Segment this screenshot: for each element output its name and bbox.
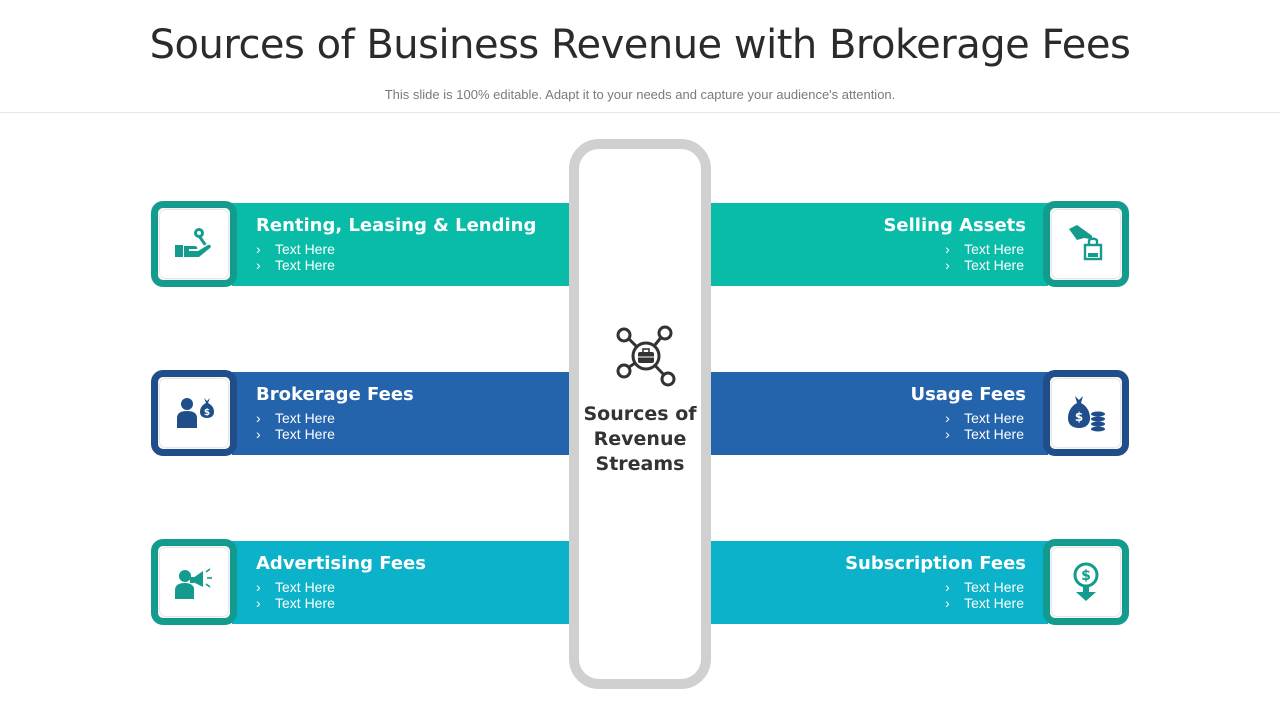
bullet-list: ›Text Here ›Text Here xyxy=(256,579,335,611)
svg-text:$: $ xyxy=(204,408,210,418)
svg-text:$: $ xyxy=(1075,410,1083,424)
bullet-item: ›Text Here xyxy=(256,595,335,611)
bullet-list: ›Text Here ›Text Here xyxy=(945,241,1024,273)
band-usage-fees: Usage Fees ›Text Here ›Text Here xyxy=(701,372,1048,455)
band-title: Subscription Fees xyxy=(845,553,1026,574)
person-megaphone-icon xyxy=(175,568,212,599)
bullet-item: ›Text Here xyxy=(945,410,1024,426)
band-selling-assets: Selling Assets ›Text Here ›Text Here xyxy=(701,203,1048,286)
icon-box-brokerage: $ xyxy=(151,370,237,456)
icon-box-selling-assets xyxy=(1043,201,1129,287)
band-title: Renting, Leasing & Lending xyxy=(256,215,537,236)
svg-text:$: $ xyxy=(1081,568,1091,584)
bullet-list: ›Text Here ›Text Here xyxy=(945,410,1024,442)
band-title: Advertising Fees xyxy=(256,553,426,574)
bullet-item: ›Text Here xyxy=(256,257,335,273)
band-title: Selling Assets xyxy=(883,215,1026,236)
band-title: Brokerage Fees xyxy=(256,384,414,405)
band-renting-leasing-lending: Renting, Leasing & Lending ›Text Here ›T… xyxy=(232,203,579,286)
money-bag-coins-icon: $ xyxy=(1068,396,1105,432)
band-title: Usage Fees xyxy=(910,384,1026,405)
icon-box-renting xyxy=(151,201,237,287)
band-brokerage-fees: Brokerage Fees ›Text Here ›Text Here xyxy=(232,372,579,455)
bullet-item: ›Text Here xyxy=(945,579,1024,595)
broker-money-bag-icon: $ xyxy=(177,398,214,428)
bullet-list: ›Text Here ›Text Here xyxy=(256,241,335,273)
icon-box-subscription-fees: $ xyxy=(1043,539,1129,625)
bullet-item: ›Text Here xyxy=(256,426,335,442)
icon-box-usage-fees: $ xyxy=(1043,370,1129,456)
bullet-item: ›Text Here xyxy=(945,257,1024,273)
bullet-list: ›Text Here ›Text Here xyxy=(945,579,1024,611)
bullet-item: ›Text Here xyxy=(945,595,1024,611)
band-subscription-fees: Subscription Fees ›Text Here ›Text Here xyxy=(701,541,1048,624)
icon-box-advertising xyxy=(151,539,237,625)
dollar-arrow-down-icon: $ xyxy=(1073,562,1099,601)
page-title: Sources of Business Revenue with Brokera… xyxy=(149,22,1131,68)
bullet-item: ›Text Here xyxy=(945,426,1024,442)
bullet-item: ›Text Here xyxy=(945,241,1024,257)
band-advertising-fees: Advertising Fees ›Text Here ›Text Here xyxy=(232,541,579,624)
center-hub: Sources of Revenue Streams xyxy=(569,139,711,689)
hand-key-icon xyxy=(175,228,211,257)
page-subtitle: This slide is 100% editable. Adapt it to… xyxy=(384,87,896,102)
bullet-item: ›Text Here xyxy=(256,410,335,426)
center-label: Sources of Revenue Streams xyxy=(583,403,697,475)
bullet-list: ›Text Here ›Text Here xyxy=(256,410,335,442)
network-briefcase-icon xyxy=(616,325,676,387)
header-divider xyxy=(0,112,1280,113)
bullet-item: ›Text Here xyxy=(256,579,335,595)
bullet-item: ›Text Here xyxy=(256,241,335,257)
hand-bag-icon xyxy=(1069,225,1103,261)
